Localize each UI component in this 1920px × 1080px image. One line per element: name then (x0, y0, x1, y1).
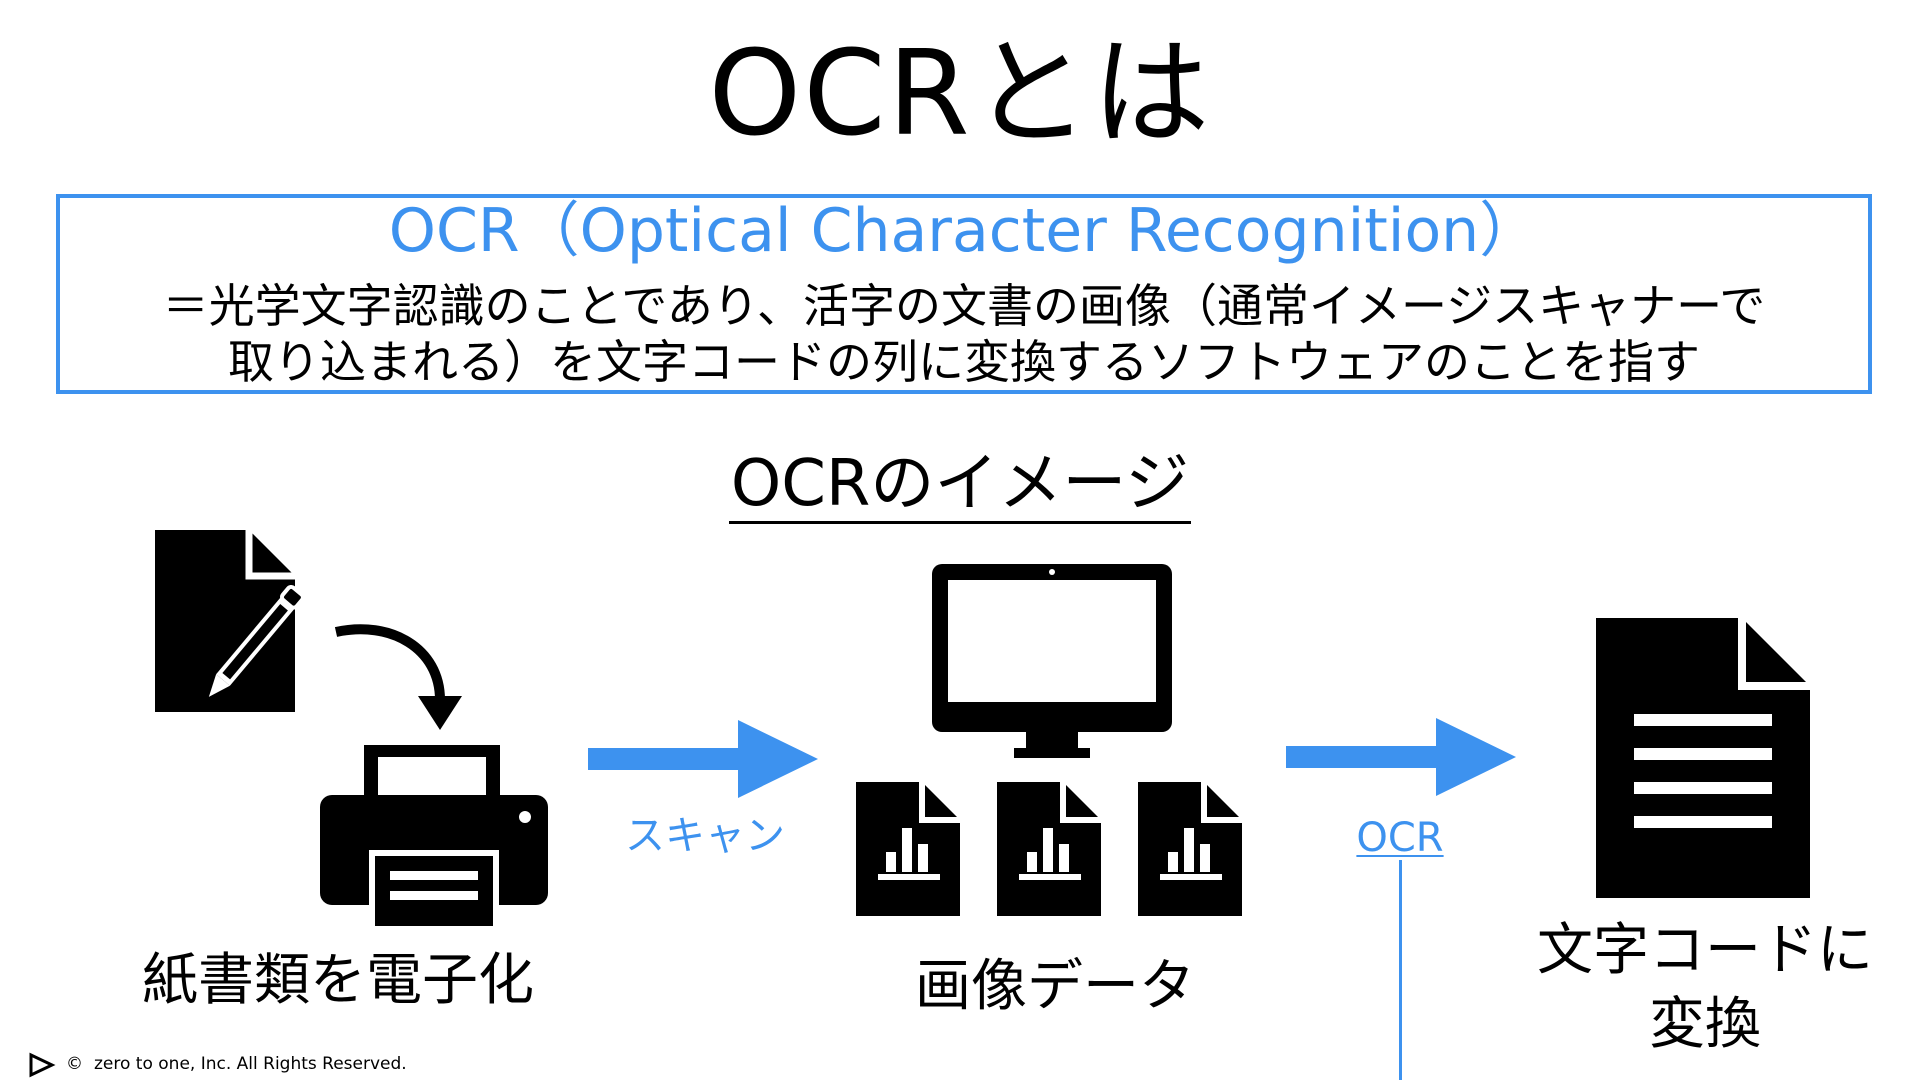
ocr-arrow-label[interactable]: OCR (1356, 815, 1444, 861)
chart-file-icon (856, 782, 960, 916)
definition-box (56, 194, 1872, 394)
step-caption-digitize: 紙書類を電子化 (142, 948, 534, 1013)
handwritten-document-icon (155, 530, 305, 712)
text-document-icon (1596, 618, 1810, 898)
chart-file-icon (997, 782, 1101, 916)
scan-arrow-icon (588, 720, 818, 798)
footer-text: zero to one, Inc. All Rights Reserved. (94, 1054, 407, 1074)
definition-text-line-1: ＝光学文字認識のことであり、活字の文書の画像（通常イメージスキャナーで (162, 279, 1766, 333)
slide-title: OCRとは (708, 24, 1212, 162)
chart-file-icon (1138, 782, 1242, 916)
step-caption-convert-line-1: 文字コードに (1537, 918, 1873, 983)
step-caption-convert-line-2: 変換 (1649, 992, 1761, 1057)
definition-heading: OCR（Optical Character Recognition） (388, 196, 1540, 266)
scan-arrow-label: スキャン (625, 813, 785, 859)
definition-text-line-2: 取り込まれる）を文字コードの列に変換するソフトウェアのことを指す (228, 335, 1700, 389)
curved-arrow-icon (334, 624, 462, 730)
copyright-symbol: © (66, 1054, 83, 1074)
ocr-arrow-icon (1286, 718, 1516, 796)
printer-scanner-icon (320, 745, 548, 932)
step-caption-image-data: 画像データ (915, 954, 1195, 1019)
image-section-heading-text: OCRのイメージ (728, 447, 1192, 524)
image-section-heading: OCRのイメージ (0, 446, 1920, 524)
monitor-icon (932, 564, 1172, 758)
ocr-connector-line (1399, 860, 1402, 1080)
company-logo-icon (29, 1052, 56, 1078)
